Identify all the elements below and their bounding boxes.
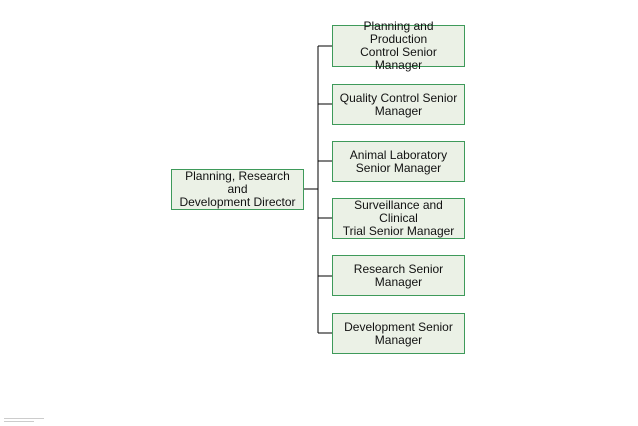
manager-label: Animal Laboratory Senior Manager xyxy=(349,147,448,175)
manager-node-animal-laboratory: Animal Laboratory Senior Manager xyxy=(332,141,465,182)
manager-label: Development Senior Manager xyxy=(344,319,453,347)
director-label: Planning, Research and Development Direc… xyxy=(179,169,296,209)
manager-node-surveillance-clinical: Surveillance and Clinical Trial Senior M… xyxy=(332,198,465,239)
manager-label: Surveillance and Clinical Trial Senior M… xyxy=(342,198,455,238)
manager-label: Planning and Production Control Senior M… xyxy=(360,19,437,72)
manager-node-development: Development Senior Manager xyxy=(332,313,465,354)
manager-node-quality-control: Quality Control Senior Manager xyxy=(332,84,465,125)
manager-label: Research Senior Manager xyxy=(353,261,444,289)
manager-node-research: Research Senior Manager xyxy=(332,255,465,296)
director-node: Planning, Research and Development Direc… xyxy=(171,169,304,210)
footer-watermark xyxy=(4,417,44,424)
manager-node-planning-production: Planning and Production Control Senior M… xyxy=(332,20,465,72)
watermark-glyph xyxy=(4,418,44,422)
manager-label: Quality Control Senior Manager xyxy=(339,90,458,118)
